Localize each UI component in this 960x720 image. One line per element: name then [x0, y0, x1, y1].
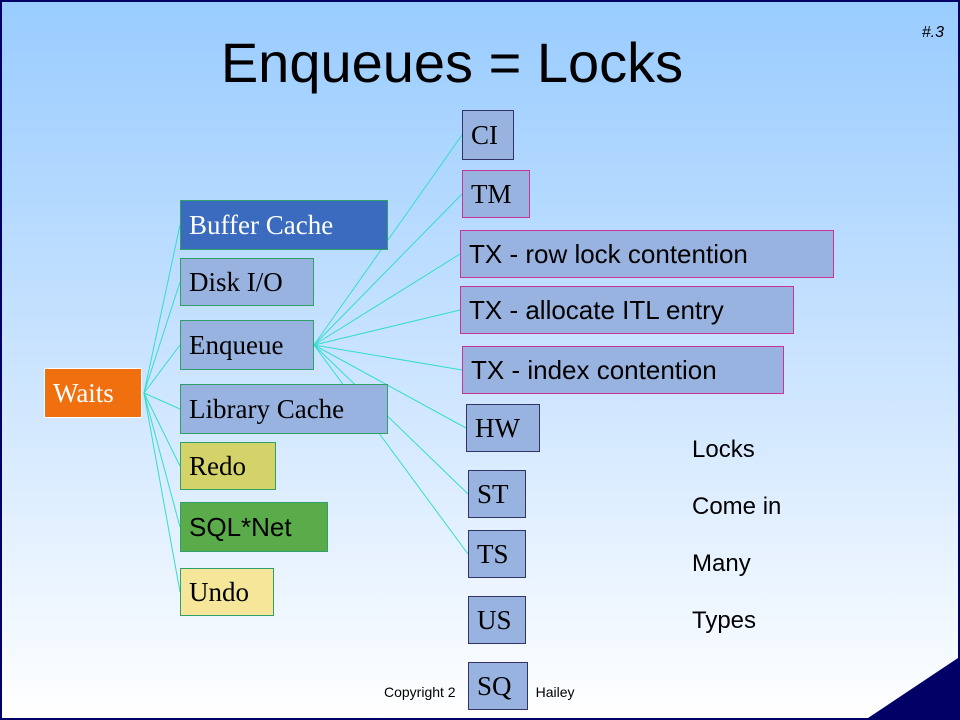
connector-waits-category-2 [143, 344, 181, 394]
connector-enqueue-lock-5 [313, 344, 467, 429]
lock-tm: TM [462, 170, 530, 218]
connector-waits-category-1 [143, 281, 181, 394]
slide-number: #.3 [921, 24, 944, 41]
category-sqlnet: SQL*Net [180, 502, 328, 552]
copyright-right: Hailey [535, 684, 575, 700]
corner-decoration [868, 658, 958, 718]
category-buffer-cache: Buffer Cache [180, 200, 388, 250]
slide-title: Enqueues = Locks [220, 31, 684, 94]
connector-enqueue-lock-2 [313, 253, 461, 346]
lock-hw: HW [466, 404, 540, 452]
connector-waits-category-0 [143, 224, 181, 394]
connector-enqueue-lock-7 [313, 344, 469, 555]
category-disk-io: Disk I/O [180, 258, 314, 306]
lock-sq: SQ [468, 662, 528, 710]
copyright-footer: Copyright 2 Hailey [384, 684, 575, 700]
caption-line-1: Locks [692, 436, 755, 463]
caption-line-3: Many [692, 550, 751, 577]
connector-enqueue-lock-1 [313, 193, 463, 346]
connector-enqueue-lock-3 [313, 309, 461, 346]
caption-line-2: Come in [692, 493, 782, 520]
category-redo: Redo [180, 442, 276, 490]
connector-waits-category-5 [143, 392, 181, 528]
connector-enqueue-lock-4 [313, 344, 463, 371]
lock-tx-row-lock-contention: TX - row lock contention [460, 230, 834, 278]
waits-node: Waits [44, 368, 142, 418]
lock-tx-allocate-itl-entry: TX - allocate ITL entry [460, 286, 794, 334]
lock-ci: CI [462, 110, 514, 160]
category-enqueue: Enqueue [180, 320, 314, 370]
lock-st: ST [468, 470, 526, 518]
connector-waits-category-4 [143, 392, 181, 467]
category-undo: Undo [180, 568, 274, 616]
category-library-cache: Library Cache [180, 384, 388, 434]
caption-line-4: Types [692, 607, 757, 634]
copyright-left: Copyright 2 [384, 684, 456, 700]
lock-us: US [468, 596, 526, 644]
connector-waits-category-6 [143, 392, 181, 593]
connector-enqueue-lock-6 [313, 344, 469, 495]
connector-waits-category-3 [143, 392, 181, 410]
lock-ts: TS [468, 530, 526, 578]
lock-tx-index-contention: TX - index contention [462, 346, 784, 394]
connector-enqueue-lock-0 [313, 134, 463, 346]
